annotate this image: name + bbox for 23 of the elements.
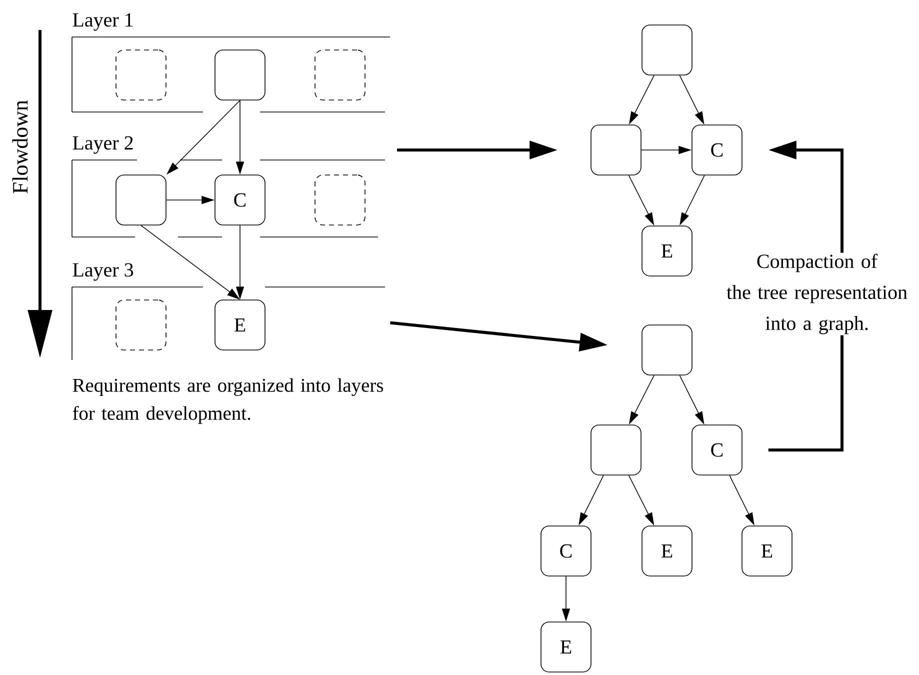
empty-box	[642, 24, 692, 76]
letter-box: E	[742, 526, 792, 576]
empty-box	[642, 324, 692, 376]
placeholder-box	[116, 50, 166, 100]
empty-box	[214, 50, 266, 100]
letter-box: E	[214, 300, 266, 350]
letter-box: E	[540, 622, 592, 672]
letter-box: C	[540, 526, 592, 576]
letter-box: E	[642, 226, 692, 276]
placeholder-box	[314, 174, 366, 226]
placeholder-box	[116, 300, 166, 350]
letter-box: E	[642, 526, 692, 576]
axis-label: Flowdown	[12, 100, 28, 194]
layer-band: Layer 1	[72, 13, 390, 112]
empty-box	[590, 424, 642, 476]
letter-box: C	[692, 424, 742, 476]
empty-box	[590, 124, 642, 176]
letter-box: C	[692, 124, 742, 176]
placeholder-box	[314, 50, 366, 100]
letter-box: C	[214, 174, 266, 226]
caption-text: Requirements are organized into layers for team development.	[72, 378, 384, 424]
edge-label: Compaction of the tree representation into a graph.	[716, 252, 918, 336]
empty-box	[116, 174, 166, 226]
